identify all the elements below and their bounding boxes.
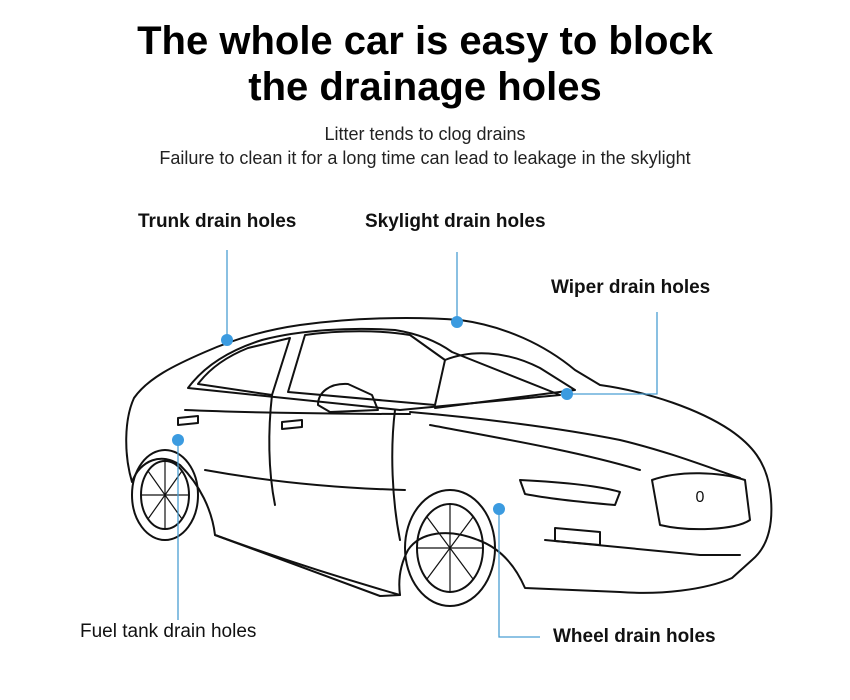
wiper-leader-line — [567, 312, 658, 395]
car-outline — [125, 316, 773, 607]
wiper-drain-marker — [561, 388, 573, 400]
door-handle-front — [281, 419, 303, 430]
fuel-tank-drain-marker — [172, 434, 184, 446]
wheel-drain-label: Wheel drain holes — [553, 626, 716, 647]
hood-crease — [429, 424, 641, 471]
subtitle-line-2: Failure to clean it for a long time can … — [159, 148, 691, 168]
front-side-window — [287, 330, 446, 406]
grille-badge: 0 — [696, 489, 705, 506]
fuel-tank-drain-label: Fuel tank drain holes — [80, 621, 257, 642]
door-line-rear — [391, 409, 401, 541]
rear-wheel — [131, 449, 199, 541]
car-body-outline — [125, 316, 773, 597]
window-frame-outline — [187, 327, 561, 411]
door-line-front — [268, 394, 276, 506]
side-skirt — [214, 534, 401, 596]
front-wheel — [404, 489, 496, 607]
door-handle-rear — [177, 415, 199, 426]
hood-line — [409, 411, 741, 479]
body-character-line — [204, 469, 406, 491]
skylight-drain-label: Skylight drain holes — [365, 211, 546, 232]
beltline — [184, 409, 411, 415]
wheel-leader-line — [498, 509, 540, 638]
wheel-drain-marker — [493, 503, 505, 515]
trunk-drain-marker — [221, 334, 233, 346]
page-subtitle: Litter tends to clog drains Failure to c… — [0, 122, 850, 170]
drain-markers — [172, 316, 573, 515]
trunk-drain-label: Trunk drain holes — [138, 211, 297, 232]
fog-light — [554, 527, 601, 546]
wheel-spokes — [141, 461, 483, 592]
title-line-1: The whole car is easy to block — [137, 19, 713, 63]
side-mirror — [317, 382, 379, 413]
skylight-drain-marker — [451, 316, 463, 328]
windshield — [434, 352, 576, 409]
page-title: The whole car is easy to block the drain… — [0, 18, 850, 110]
leader-lines — [177, 250, 658, 638]
subtitle-line-1: Litter tends to clog drains — [324, 124, 526, 144]
title-line-2: the drainage holes — [248, 65, 602, 109]
wiper-drain-label: Wiper drain holes — [551, 277, 711, 298]
headlight — [519, 479, 621, 506]
front-grille — [651, 472, 751, 531]
rear-window — [197, 337, 291, 396]
